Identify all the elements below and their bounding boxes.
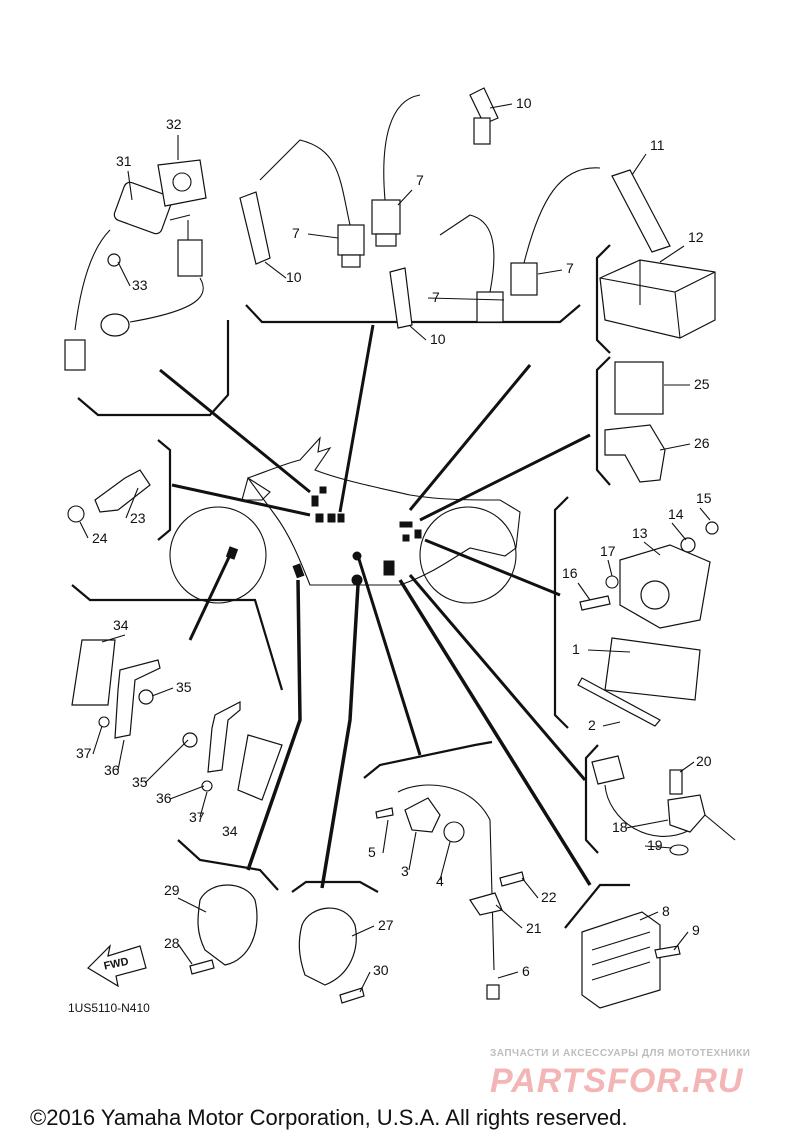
callout-34-right: 34 [222,823,238,839]
copyright-notice: ©2016 Yamaha Motor Corporation, U.S.A. A… [30,1105,627,1130]
callout-22: 22 [541,889,557,905]
callout-10-top: 10 [516,95,532,111]
callout-32: 32 [166,116,182,132]
callout-5: 5 [368,844,376,860]
callout-24: 24 [92,530,108,546]
watermark-tagline: ЗАПЧАСТИ И АКСЕССУАРЫ ДЛЯ МОТОТЕХНИКИ [490,1048,750,1059]
callout-10-left: 10 [286,269,302,285]
group-brackets [71,244,630,929]
callout-8: 8 [662,903,670,919]
callout-15: 15 [696,490,712,506]
callout-6: 6 [522,963,530,979]
watermark-logo: PARTSFOR.RU [490,1062,744,1100]
callout-11: 11 [650,137,665,153]
callout-20: 20 [696,753,712,769]
motorcycle-silhouette [169,436,521,604]
callout-37-left: 37 [76,745,92,761]
callouts: 10 11 32 31 7 7 12 7 10 33 7 10 25 26 15… [76,95,712,979]
callout-36-right: 36 [156,790,172,806]
callout-14: 14 [668,506,684,522]
callout-25: 25 [694,376,710,392]
callout-28: 28 [164,935,180,951]
callout-23: 23 [130,510,146,526]
callout-7-upper: 7 [416,172,424,188]
callout-4: 4 [436,873,444,889]
callout-27: 27 [378,917,394,933]
callout-30: 30 [373,962,389,978]
callout-35-left: 35 [132,774,148,790]
callout-33: 33 [132,277,148,293]
diagram-code: 1US5110-N410 [68,1001,150,1015]
callout-leaders [79,103,711,993]
callout-29: 29 [164,882,180,898]
callout-7-lower: 7 [432,289,440,305]
callout-18: 18 [612,819,628,835]
callout-21: 21 [526,920,542,936]
callout-17: 17 [600,543,616,559]
callout-3: 3 [401,863,409,879]
callout-12: 12 [688,229,704,245]
callout-7-left: 7 [292,225,300,241]
callout-34-left: 34 [113,617,129,633]
callout-13: 13 [632,525,648,541]
callout-26: 26 [694,435,710,451]
fwd-label: FWD [103,956,130,973]
callout-31: 31 [116,153,132,169]
callout-1: 1 [572,641,580,657]
parts-drawings [64,87,736,1009]
callout-7-right: 7 [566,260,574,276]
callout-9: 9 [692,922,700,938]
callout-37-right: 37 [189,809,205,825]
callout-35-right: 35 [176,679,192,695]
callout-2: 2 [588,717,596,733]
leader-lines [159,324,592,889]
callout-16: 16 [562,565,578,581]
callout-19: 19 [647,837,663,853]
callout-36-left: 36 [104,762,120,778]
callout-10-bottom: 10 [430,331,446,347]
